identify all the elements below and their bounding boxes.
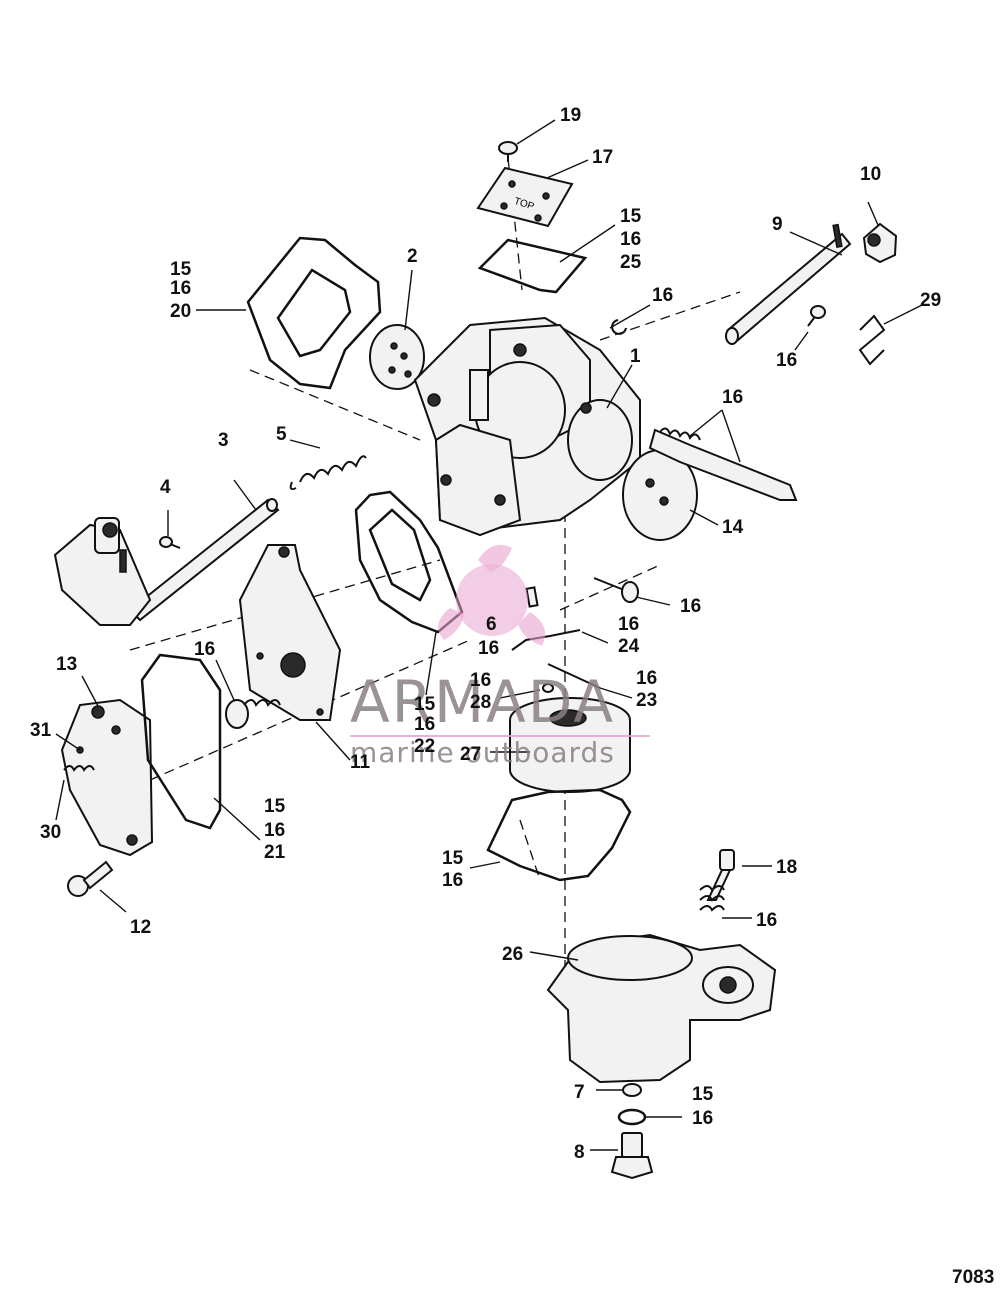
callout-15-16-20-b: 16 — [170, 278, 191, 299]
figure-id: 7083 — [952, 1267, 994, 1288]
callout-16-24-c: 24 — [618, 636, 640, 657]
gasket-21 — [140, 653, 222, 830]
callout-11: 11 — [350, 752, 371, 773]
callout-15-16-drain-b: 16 — [692, 1108, 713, 1129]
callout-15-16-25-c: 25 — [620, 252, 642, 273]
callout-27: 27 — [460, 744, 481, 765]
callout-16-idle: 16 — [722, 387, 743, 408]
callout-15-16-20-a: 15 — [170, 259, 192, 280]
plunger-16 — [225, 699, 281, 729]
callout-10: 10 — [860, 164, 881, 185]
watermark-brand: ARMADA — [350, 668, 615, 736]
callout-13: 13 — [56, 654, 77, 675]
callout-4: 4 — [160, 477, 171, 498]
screw-18 — [699, 849, 735, 912]
callout-labels: 19 17 15 16 25 10 9 29 16 16 1 16 14 15 … — [30, 105, 994, 1288]
callout-16-plunger: 16 — [194, 639, 215, 660]
gasket-20 — [246, 236, 382, 390]
callout-3: 3 — [218, 430, 229, 451]
callout-5: 5 — [276, 424, 287, 445]
callout-16-24-b: 16 — [478, 638, 499, 659]
callout-1: 1 — [630, 346, 641, 367]
link-29 — [858, 314, 886, 366]
carburetor-body-1 — [413, 316, 641, 537]
callout-15-16-gasket-b: 16 — [442, 870, 463, 891]
callout-9: 9 — [772, 214, 783, 235]
callout-15-16-22-c: 22 — [414, 736, 435, 757]
watermark-tagline: marine outboards — [350, 736, 615, 769]
clip-16-top — [611, 319, 627, 335]
screw-4 — [159, 536, 181, 549]
gasket-25 — [477, 238, 588, 294]
callout-30: 30 — [40, 822, 61, 843]
callout-31: 31 — [30, 720, 52, 741]
callout-15-16-25-b: 16 — [620, 229, 641, 250]
lever-10 — [862, 222, 898, 264]
callout-15-16-22-a: 15 — [414, 694, 436, 715]
callout-15-16-21-b: 16 — [264, 820, 285, 841]
callout-16-near-shaft: 16 — [776, 350, 797, 371]
armada-watermark: ARMADA marine outboards — [350, 544, 650, 769]
callout-15-16-25-a: 15 — [620, 206, 642, 227]
callout-12: 12 — [130, 917, 151, 938]
needle-16 — [593, 577, 639, 603]
callout-29: 29 — [920, 290, 941, 311]
callout-16-needle: 16 — [680, 596, 701, 617]
callout-7: 7 — [574, 1082, 585, 1103]
bowl-gasket — [486, 788, 632, 882]
callout-26: 26 — [502, 944, 523, 965]
callout-18: 18 — [776, 857, 797, 878]
cover-plate-17: TOP — [476, 166, 574, 228]
callout-15-16-21-a: 15 — [264, 796, 286, 817]
callout-17: 17 — [592, 147, 613, 168]
callout-16-28-b: 28 — [470, 692, 491, 713]
callout-6: 6 — [486, 614, 497, 635]
callout-15-16-21-c: 21 — [264, 842, 286, 863]
callout-16-24-a: 16 — [618, 614, 639, 635]
callout-2: 2 — [407, 246, 418, 267]
throttle-shaft-9 — [725, 223, 852, 345]
drain-parts-7-8 — [610, 1083, 654, 1180]
callout-14: 14 — [722, 517, 744, 538]
callout-16-28-a: 16 — [470, 670, 491, 691]
callout-19: 19 — [560, 105, 581, 126]
callout-8: 8 — [574, 1142, 585, 1163]
screw-12 — [67, 860, 114, 897]
callout-15-16-20-c: 20 — [170, 301, 191, 322]
callout-15-16-drain-a: 15 — [692, 1084, 714, 1105]
choke-lever-housing — [53, 517, 152, 626]
callout-16-clip: 16 — [652, 285, 673, 306]
assembly-lines — [129, 157, 741, 980]
watermark-logo — [456, 564, 528, 636]
choke-cover-13 — [60, 698, 154, 857]
callout-15-16-22-b: 16 — [414, 714, 435, 735]
spring-5 — [289, 455, 367, 491]
diaphragm-2 — [369, 324, 425, 390]
float-bowl-26 — [546, 933, 777, 1084]
idle-screw-16 — [648, 427, 798, 501]
screw-16-shaft — [807, 305, 826, 327]
screw-19 — [498, 141, 518, 162]
callout-16-23-a: 16 — [636, 668, 657, 689]
leader-lines — [55, 119, 923, 1151]
cover-11 — [238, 544, 342, 721]
callout-16-23-b: 23 — [636, 690, 657, 711]
callout-16-spring: 16 — [756, 910, 777, 931]
callout-15-16-gasket-a: 15 — [442, 848, 464, 869]
